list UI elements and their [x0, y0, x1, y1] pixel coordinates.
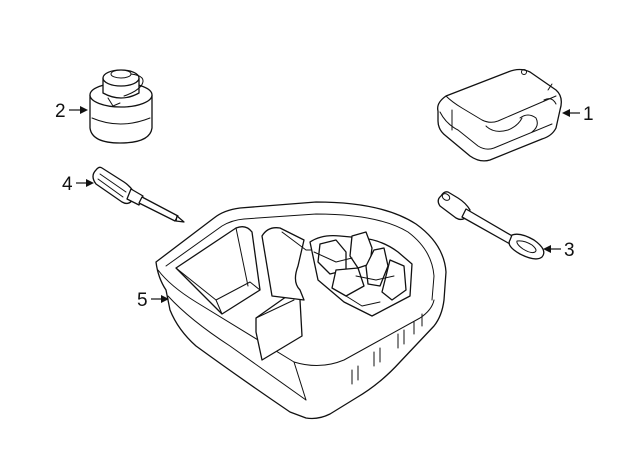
arrow-3 [543, 245, 551, 253]
arrow-4 [86, 179, 94, 187]
arrow-2 [80, 106, 88, 114]
callout-label-4: 4 [62, 174, 73, 195]
tire-repair-kit-case [437, 68, 562, 162]
callout-label-1: 1 [583, 104, 594, 125]
callout-label-5: 5 [137, 290, 148, 311]
callout-5: 5 [137, 290, 169, 311]
arrow-1 [562, 109, 570, 117]
tow-eye-hook [437, 191, 545, 260]
callout-label-3: 3 [564, 240, 575, 261]
arrow-5 [161, 295, 169, 303]
callout-1: 1 [562, 104, 594, 125]
storage-tray [155, 201, 447, 420]
callout-label-2: 2 [55, 101, 66, 122]
screwdriver [92, 166, 185, 223]
callout-2: 2 [55, 101, 88, 122]
callout-4: 4 [62, 174, 94, 195]
callout-3: 3 [543, 240, 575, 261]
compressor-canister [89, 69, 153, 144]
